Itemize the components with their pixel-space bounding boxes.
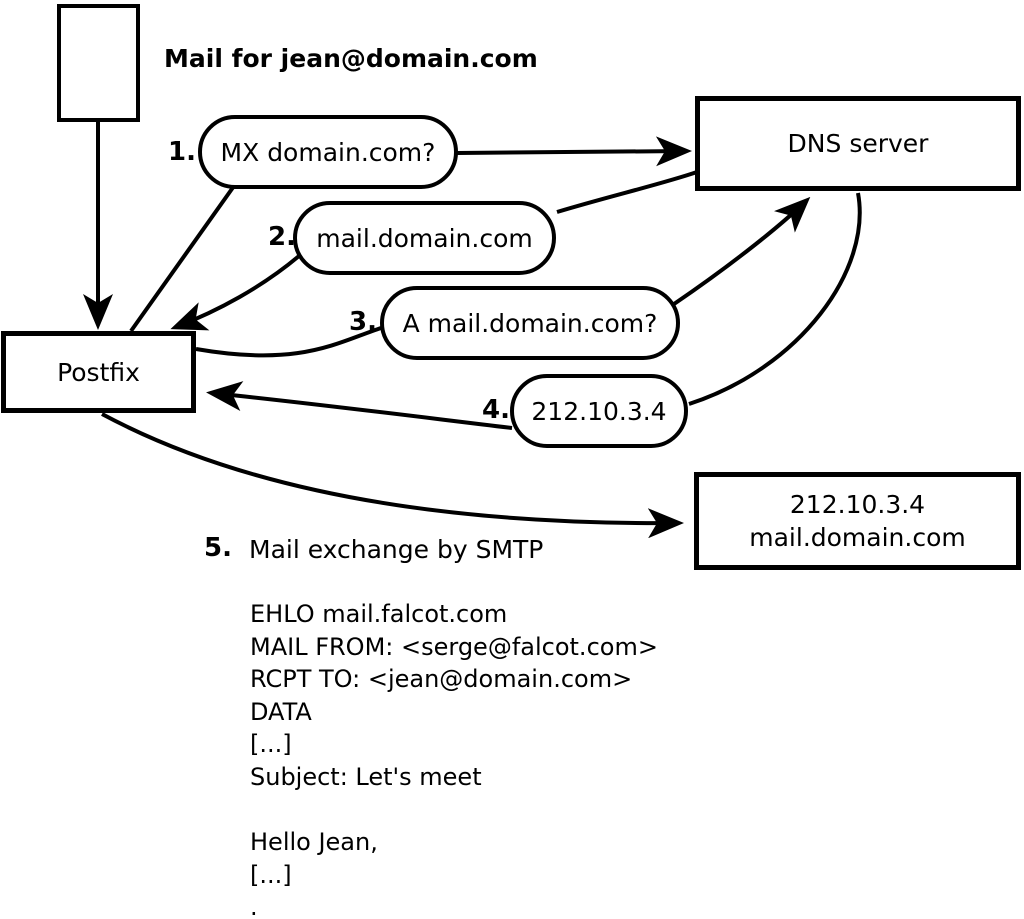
incoming-message-box bbox=[57, 4, 140, 122]
edge-dns-to-ip-answer bbox=[688, 192, 862, 406]
mx-answer-label: mail.domain.com bbox=[316, 223, 533, 253]
a-answer-pill: 212.10.3.4 bbox=[510, 374, 688, 448]
postfix-label: Postfix bbox=[57, 357, 140, 387]
mail-server-hostname-label: mail.domain.com bbox=[749, 523, 966, 552]
step-3-number: 3. bbox=[349, 307, 377, 337]
dns-server-label: DNS server bbox=[787, 129, 929, 158]
diagram-title: Mail for jean@domain.com bbox=[164, 44, 538, 73]
postfix-node: Postfix bbox=[1, 331, 196, 413]
mail-server-node: 212.10.3.4 mail.domain.com bbox=[694, 472, 1021, 570]
step-1-number: 1. bbox=[168, 137, 196, 167]
edge-postfix-to-mx-query bbox=[129, 184, 236, 333]
edge-mx-query-to-dns-arrow bbox=[456, 136, 692, 167]
mx-query-label: MX domain.com? bbox=[220, 137, 436, 167]
a-answer-label: 212.10.3.4 bbox=[531, 396, 667, 426]
step-5-number: 5. bbox=[204, 533, 232, 563]
edge-ip-answer-to-postfix-arrow bbox=[206, 381, 513, 430]
step-4-number: 4. bbox=[482, 395, 510, 425]
mx-answer-pill: mail.domain.com bbox=[293, 201, 556, 275]
a-query-pill: A mail.domain.com? bbox=[380, 286, 680, 360]
edge-mx-answer-to-postfix-arrow bbox=[170, 254, 301, 331]
mx-query-pill: MX domain.com? bbox=[198, 115, 458, 189]
edge-dns-to-mx-answer bbox=[556, 170, 698, 214]
edge-postfix-to-mailserver-arrow bbox=[101, 412, 684, 539]
edge-a-query-to-dns-arrow bbox=[672, 196, 811, 306]
step-2-number: 2. bbox=[268, 222, 296, 252]
edge-postfix-to-a-query bbox=[195, 326, 382, 358]
smtp-exchange-caption: Mail exchange by SMTP bbox=[249, 535, 544, 564]
mail-server-ip-label: 212.10.3.4 bbox=[789, 490, 926, 519]
dns-server-node: DNS server bbox=[695, 96, 1021, 191]
a-query-label: A mail.domain.com? bbox=[402, 308, 658, 338]
smtp-session-transcript: EHLO mail.falcot.com MAIL FROM: <serge@f… bbox=[250, 600, 658, 919]
